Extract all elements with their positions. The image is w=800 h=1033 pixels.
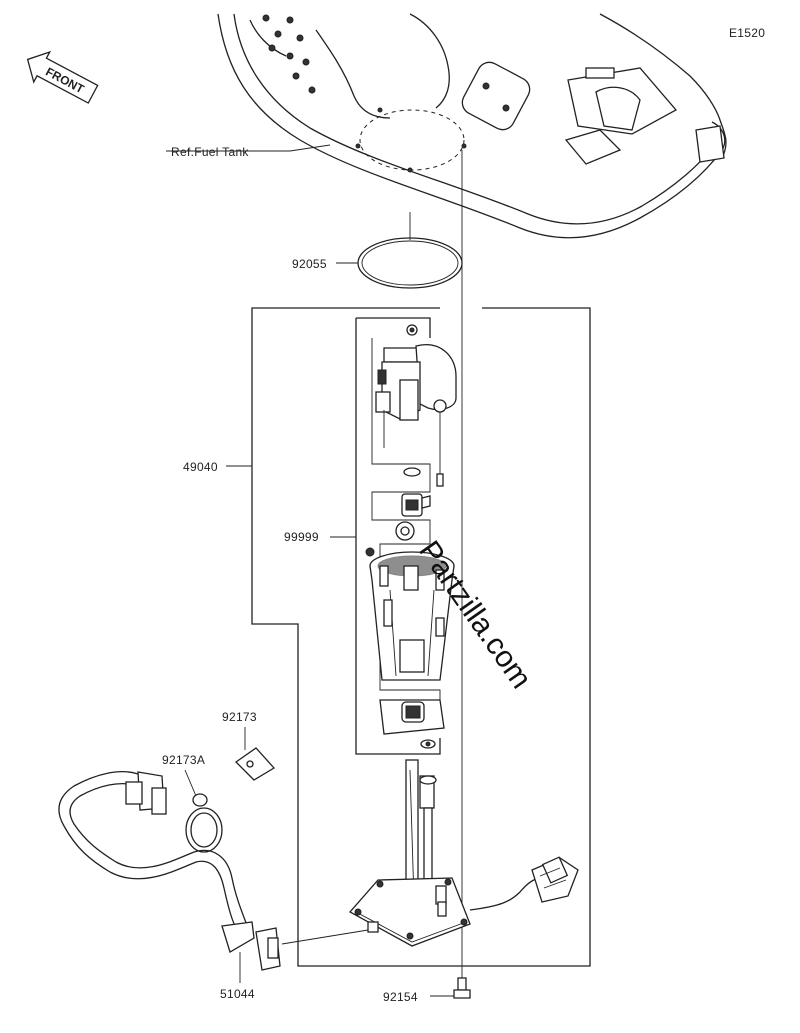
ring-clamp-part	[185, 793, 223, 853]
label-gasket: 92055	[292, 257, 327, 271]
label-bolt: 92154	[383, 990, 418, 1004]
label-clamp-a: 92173A	[162, 753, 205, 767]
pump-connector-parts	[365, 493, 431, 557]
label-fuel-tank-ref: Ref.Fuel Tank	[171, 145, 249, 159]
clamp-part	[234, 747, 276, 781]
fuel-pump-filter	[379, 699, 445, 749]
fuel-tank-outline	[217, 13, 727, 239]
fuel-hose	[58, 771, 281, 971]
fuel-pump-body	[369, 551, 455, 681]
label-service-kit: 99999	[284, 530, 319, 544]
fuel-pump-base-plate	[348, 759, 579, 947]
gasket-ring	[357, 237, 463, 289]
assembly-bracket	[251, 307, 591, 967]
kit-bracket	[355, 317, 441, 755]
diagram-code: E1520	[729, 26, 765, 40]
label-pump-assembly: 49040	[183, 460, 218, 474]
fuel-pump-sender-unit	[375, 324, 457, 487]
label-clamp: 92173	[222, 710, 257, 724]
label-hose: 51044	[220, 987, 255, 1001]
mounting-bolt	[453, 977, 471, 999]
front-arrow-icon: FRONT	[26, 50, 99, 104]
